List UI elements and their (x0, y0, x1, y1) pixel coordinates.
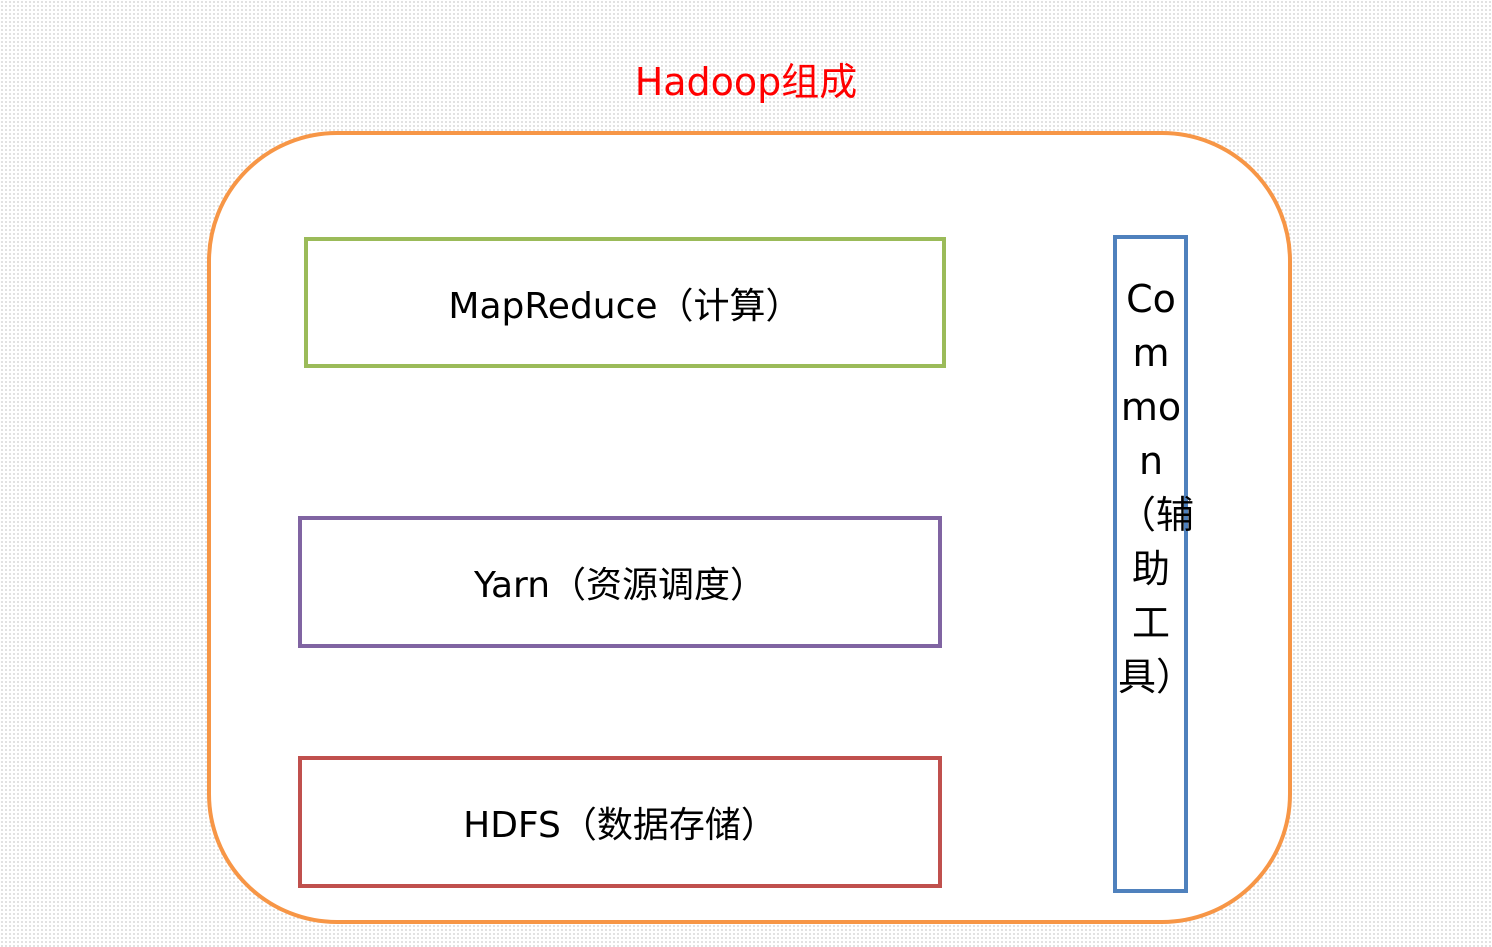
hdfs-box: HDFS（数据存储） (298, 756, 942, 888)
common-label: Common（辅助工具） (1118, 277, 1195, 699)
common-box (1113, 235, 1188, 893)
yarn-box: Yarn（资源调度） (298, 516, 942, 648)
mapreduce-label: MapReduce（计算） (448, 285, 802, 327)
mapreduce-box: MapReduce（计算） (304, 237, 946, 368)
yarn-label: Yarn（资源调度） (473, 565, 767, 606)
diagram-title: Hadoop组成 (634, 60, 858, 104)
hdfs-label: HDFS（数据存储） (463, 805, 777, 846)
